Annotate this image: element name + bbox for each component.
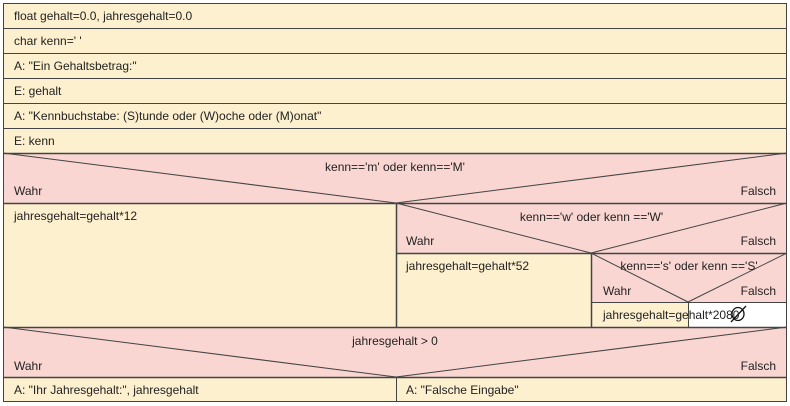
statement-text: E: kenn [14, 134, 55, 148]
branch4-false-label: Falsch [740, 359, 776, 373]
branch1-true-block [3, 203, 396, 327]
branch2-diagonal-left [395, 202, 592, 254]
outer-frame [3, 3, 787, 402]
statement-text: E: gehalt [14, 84, 62, 98]
branch3-false-label: Falsch [740, 284, 776, 298]
branch1-true-label: Wahr [14, 184, 43, 198]
statement-row: A: "Kennbuchstabe: (S)tunde oder (W)oche… [3, 103, 787, 128]
branch1-false-label: Falsch [740, 184, 776, 198]
statement-row: E: kenn [3, 128, 787, 153]
branch1-condition-block [3, 153, 787, 203]
branch2-true-label: Wahr [406, 234, 435, 248]
branch3-diagonal-right [687, 252, 788, 303]
statement-row: E: gehalt [3, 78, 787, 103]
branch4-false-statement: A: "Falsche Eingabe" [406, 383, 519, 397]
branch3-condition-block [591, 253, 787, 302]
branch4-true-label: Wahr [14, 359, 43, 373]
statement-row: A: "Ein Gehaltsbetrag:" [3, 53, 787, 78]
branch2-true-statement: jahresgehalt=gehalt*52 [406, 259, 530, 273]
branch1-true-statement: jahresgehalt=gehalt*12 [14, 209, 138, 223]
statement-text: A: "Ein Gehaltsbetrag:" [14, 59, 137, 73]
statement-row: float gehalt=0.0, jahresgehalt=0.0 [3, 3, 787, 28]
branch3-true-block [591, 302, 688, 327]
branch3-true-label: Wahr [603, 284, 632, 298]
branch4-true-block [3, 377, 396, 402]
branch4-condition: jahresgehalt > 0 [352, 334, 438, 348]
strike-mark [730, 305, 747, 323]
statement-text: float gehalt=0.0, jahresgehalt=0.0 [14, 9, 193, 23]
branch1-diagonal-left [2, 152, 397, 204]
statement-row: char kenn=' ' [3, 28, 787, 53]
branch1-diagonal-right [395, 152, 788, 204]
branch2-condition-block [396, 203, 787, 253]
branch4-false-block [396, 377, 787, 402]
branch3-true-statement: jahresgehalt=gehalt*2080 [603, 308, 740, 322]
branch3-diagonal-left [590, 252, 689, 303]
branch4-true-statement: A: "Ihr Jahresgehalt:", jahresgehalt [14, 383, 199, 397]
branch2-diagonal-right [590, 202, 788, 254]
branch1-condition: kenn=='m' oder kenn=='M' [325, 160, 465, 174]
branch2-true-block [396, 253, 591, 327]
statement-text: char kenn=' ' [14, 34, 82, 48]
branch4-diagonal-left [2, 326, 397, 378]
statement-text: A: "Kennbuchstabe: (S)tunde oder (W)oche… [14, 109, 322, 123]
branch4-condition-block [3, 327, 787, 377]
branch4-diagonal-right [395, 326, 788, 378]
branch2-condition: kenn=='w' oder kenn =='W' [519, 210, 664, 224]
branch2-false-label: Falsch [740, 234, 776, 248]
branch3-condition: kenn=='s' oder kenn =='S' [620, 259, 758, 273]
